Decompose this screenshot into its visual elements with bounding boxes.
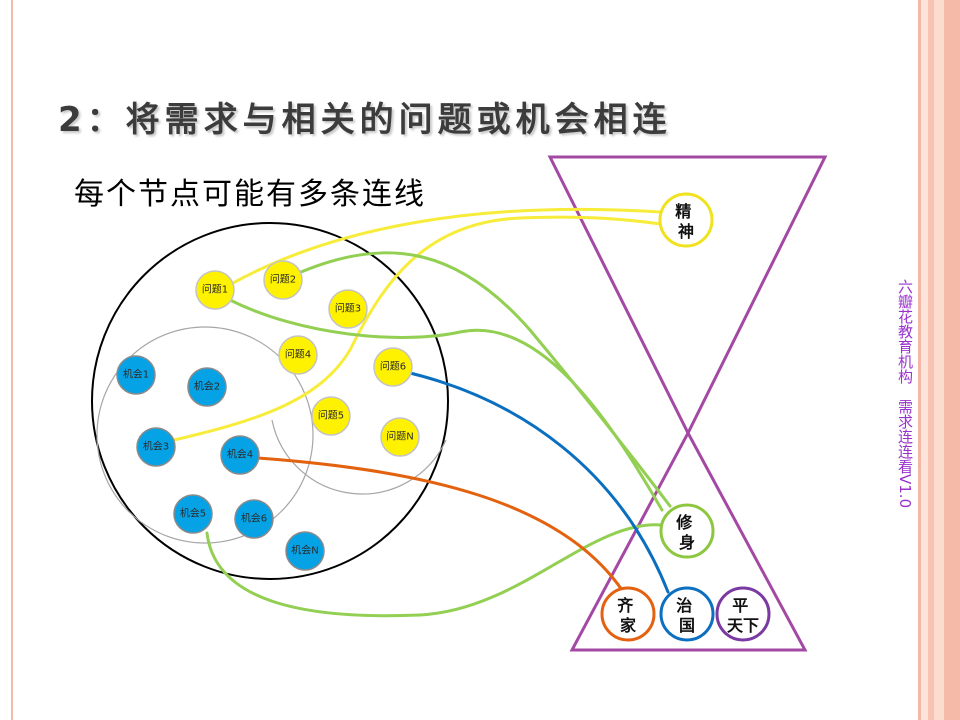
level-node-label: 修 身 [675, 513, 698, 552]
problem-node-circle [311, 396, 351, 436]
level-node-circle [659, 586, 715, 642]
hourglass [547, 155, 828, 652]
problem-node: 问题6 [373, 347, 413, 387]
slide-title: 2：将需求与相关的问题或机会相连 [58, 100, 672, 140]
level-label-line: 神 [678, 222, 694, 241]
opportunity-node-circle [116, 355, 156, 395]
slide-subtitle: 每个节点可能有多条连线 [74, 177, 426, 212]
problem-node: 问题1 [195, 270, 235, 310]
border-stripe [934, 0, 944, 720]
level-label-line: 齐 [617, 596, 634, 615]
level-node-zhiguo: 治 国 [659, 586, 715, 642]
opportunity-node-label: 机会1 [123, 368, 149, 381]
level-label-line: 国 [679, 616, 695, 635]
opportunity-node: 机会3 [136, 427, 176, 467]
opportunity-node-label: 机会4 [227, 448, 253, 461]
level-node-circle [600, 586, 656, 642]
problem-node: 问题N [380, 417, 420, 457]
problem-node-label: 问题N [386, 430, 413, 443]
opportunity-node-label: 机会6 [241, 512, 267, 525]
opportunity-node: 机会N [285, 531, 325, 571]
level-node-circle [658, 192, 714, 248]
level-label-line: 修 [675, 513, 693, 532]
problem-node-circle [328, 289, 368, 329]
level-label-line: 家 [620, 616, 637, 635]
level-node-label: 平 天下 [727, 596, 759, 635]
opportunity-node: 机会4 [220, 435, 260, 475]
problem-node: 问题3 [328, 289, 368, 329]
problem-node-circle [195, 270, 235, 310]
opportunity-group-circle [96, 326, 314, 544]
slide-left-border [11, 0, 13, 720]
hourglass-bottom-triangle [569, 429, 808, 652]
problem-node-circle [263, 260, 303, 300]
border-stripe [921, 0, 928, 720]
level-node-label: 治 国 [676, 596, 698, 635]
border-stripe [918, 0, 921, 720]
opportunity-node-label: 机会N [291, 544, 318, 557]
opportunity-node-label: 机会3 [143, 440, 169, 453]
problem-node-label: 问题2 [270, 273, 296, 286]
level-label-line: 治 [676, 596, 692, 615]
opportunity-node: 机会1 [116, 355, 156, 395]
level-node-xiushen: 修 身 [659, 503, 715, 559]
opportunity-node: 机会2 [187, 367, 227, 407]
link-opportunity5-to-xiushen [205, 523, 663, 618]
problem-node-label: 问题3 [335, 302, 361, 315]
opportunity-node: 机会5 [173, 494, 213, 534]
problem-node: 问题5 [311, 396, 351, 436]
problem-node-circle [278, 335, 318, 375]
problem-node-label: 问题1 [202, 283, 228, 296]
opportunity-node-circle [285, 531, 325, 571]
opportunity-node: 机会6 [234, 499, 274, 539]
link-problem2-to-xiushen [299, 251, 672, 508]
level-node-jingshen: 精 神 [658, 192, 714, 248]
opportunity-node-circle [234, 499, 274, 539]
side-caption: 六瓣花教育机构 需求连连看V1.0 [896, 279, 914, 509]
opportunity-node-circle [136, 427, 176, 467]
link-opportunity4-to-qijia [256, 456, 624, 592]
link-problem1-to-xiushen [228, 298, 664, 512]
hourglass-top-triangle [547, 155, 828, 437]
level-node-circle [715, 586, 771, 642]
problem-node: 问题4 [278, 335, 318, 375]
opportunity-node-circle [187, 367, 227, 407]
link-problem6-to-zhiguo [408, 371, 670, 594]
level-label-line: 身 [679, 533, 695, 552]
border-stripe [928, 0, 934, 720]
problem-node-label: 问题5 [318, 409, 344, 422]
opportunity-node-label: 机会2 [194, 380, 220, 393]
links [172, 207, 672, 618]
level-node-circle [659, 503, 715, 559]
level-label-line: 平 [732, 596, 748, 615]
node-field-circle [91, 222, 449, 580]
level-label-line: 精 [675, 202, 691, 221]
level-node-label: 精 神 [675, 202, 697, 241]
problem-node-circle [380, 417, 420, 457]
level-node-label: 齐 家 [617, 596, 639, 635]
opportunity-nodes: 机会1 机会2 机会3 机会4 机会5 机会6 机会N [116, 355, 325, 571]
problem-node-label: 问题4 [285, 348, 311, 361]
level-node-pingtianxia: 平 天下 [715, 586, 771, 642]
problem-group-arc [271, 419, 447, 495]
problem-node-circle [373, 347, 413, 387]
level-label-line: 天下 [727, 616, 759, 635]
level-node-qijia: 齐 家 [600, 586, 656, 642]
opportunity-node-label: 机会5 [180, 507, 206, 520]
border-stripe [944, 0, 960, 720]
opportunity-node-circle [220, 435, 260, 475]
level-nodes: 精 神 修 身 齐 家 治 国 [600, 192, 771, 642]
problem-node-label: 问题6 [380, 360, 406, 373]
problem-node: 问题2 [263, 260, 303, 300]
problem-nodes: 问题1 问题2 问题3 问题4 问题6 问题5 问题N [195, 260, 420, 457]
link-opportunity3-to-jingshen [172, 215, 663, 442]
opportunity-node-circle [173, 494, 213, 534]
